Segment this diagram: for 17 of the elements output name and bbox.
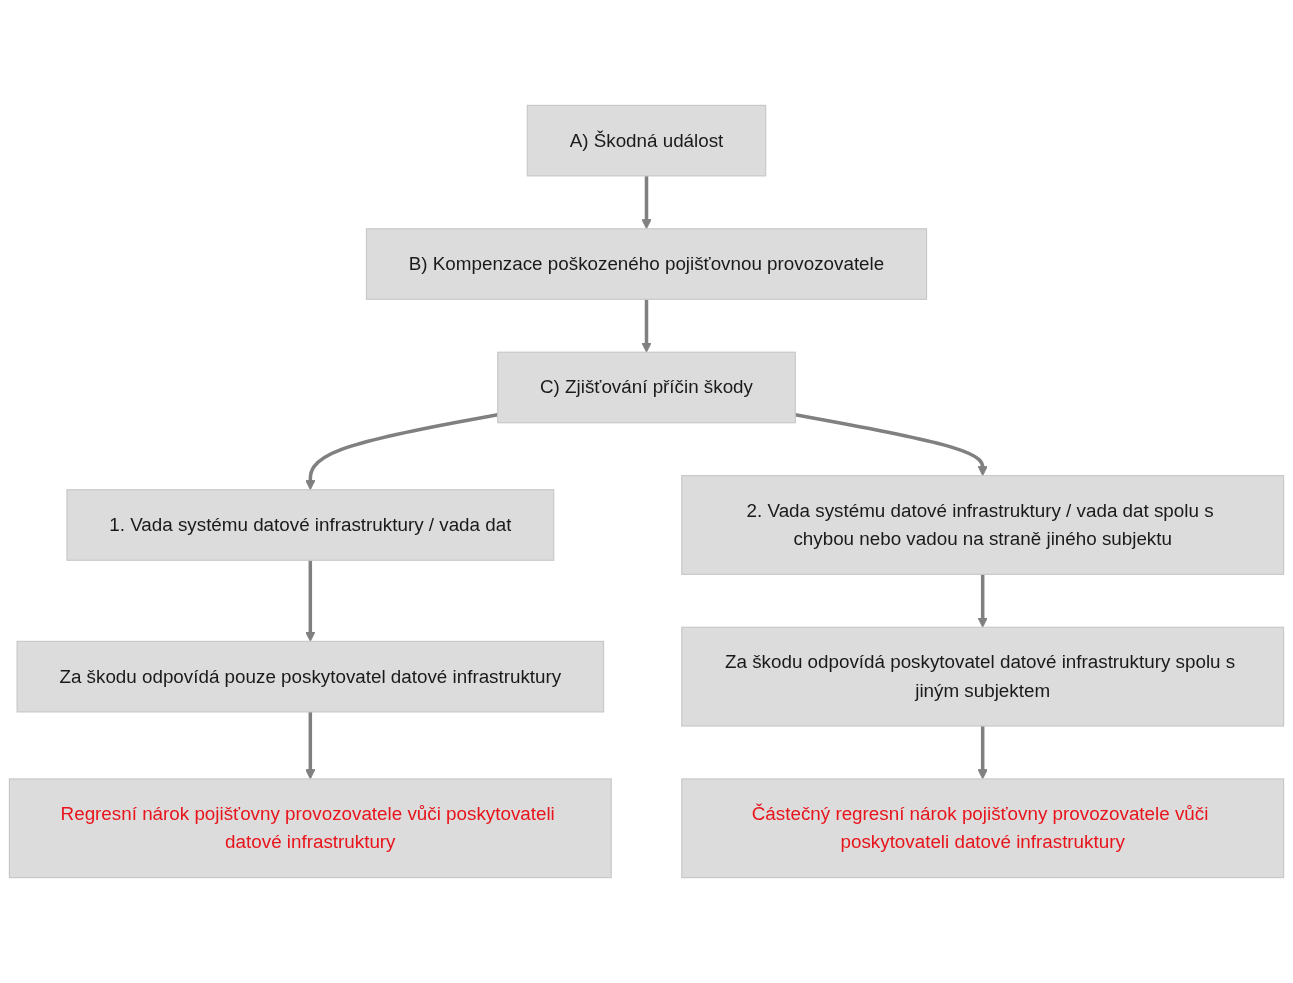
node-box: A) Škodná událost bbox=[526, 104, 767, 177]
arrow bbox=[305, 560, 316, 642]
node-box: Za škodu odpovídá pouze poskytovatel datové infrastruktury bbox=[16, 640, 605, 713]
arrow bbox=[305, 413, 498, 491]
arrow bbox=[641, 175, 652, 230]
node-box: 1. Vada systému datové infrastruktury / vada dat bbox=[66, 489, 555, 561]
arrow bbox=[977, 574, 988, 628]
node-box: B) Kompenzace poškozeného pojišťovnou provozovatele bbox=[365, 228, 928, 300]
node-box: C) Zjišťování příčin škody bbox=[497, 351, 796, 424]
arrow bbox=[795, 413, 988, 477]
arrow bbox=[977, 726, 988, 780]
arrow bbox=[641, 299, 652, 353]
arrow bbox=[305, 711, 316, 780]
node-box: 2. Vada systému datové infrastruktury / vada dat spolu s chybou nebo vadou na straně jiného subjektu bbox=[681, 475, 1285, 575]
node-box: Regresní nárok pojišťovny provozovatele vůči poskytovateli datové infrastruktury bbox=[8, 778, 612, 879]
node-box: Částečný regresní nárok pojišťovny provozovatele vůči poskytovateli datové infrastruktury bbox=[681, 778, 1285, 879]
node-box: Za škodu odpovídá poskytovatel datové infrastruktury spolu s jiným subjektem bbox=[681, 626, 1285, 727]
